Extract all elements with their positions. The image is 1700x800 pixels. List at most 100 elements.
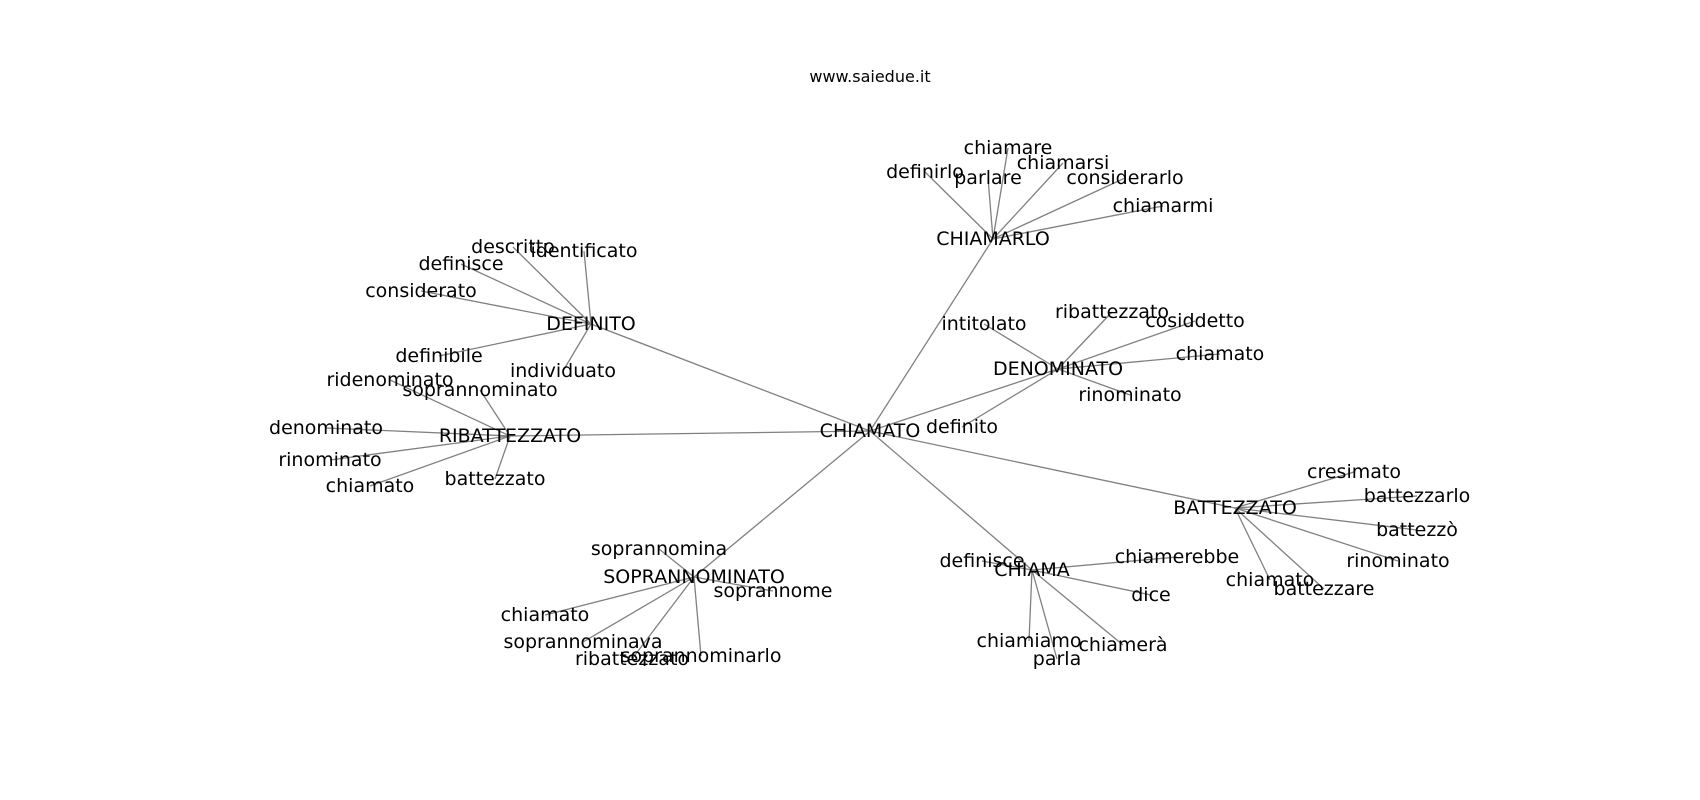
node-leaf-battezzato-chiamato: chiamato	[1226, 569, 1315, 591]
node-leaf-chiama-parla: parla	[1033, 648, 1081, 670]
edge-definito-definibile	[438, 323, 592, 357]
edge-center-ribattezzato	[509, 430, 871, 437]
node-leaf-soprannominato-soprannomina: soprannomina	[591, 538, 727, 560]
node-leaf-soprannominato-soprannome: soprannome	[714, 580, 833, 602]
node-leaf-soprannominato-soprannominarlo: soprannominarlo	[621, 645, 782, 667]
node-hub-soprannominato: SOPRANNOMINATO	[603, 566, 785, 588]
node-hub-chiamarlo: CHIAMARLO	[936, 228, 1050, 250]
edge-soprannominato-soprannome	[693, 576, 774, 592]
node-leaf-ribattezzato-soprannominato: soprannominato	[402, 379, 557, 401]
edge-soprannominato-ribattezzato	[631, 576, 695, 660]
edge-battezzato-battezzarlo	[1234, 495, 1418, 509]
edge-center-denominato	[869, 368, 1059, 432]
node-hub-battezzato: BATTEZZATO	[1173, 497, 1297, 519]
node-leaf-battezzato-cresimato: cresimato	[1307, 461, 1401, 483]
node-leaf-chiama-dice: dice	[1131, 584, 1170, 606]
edge-soprannominato-soprannominava	[582, 576, 695, 643]
edge-denominato-cosiddetto	[1057, 320, 1196, 370]
edge-definito-individuato	[562, 323, 592, 372]
edge-soprannominato-soprannominarlo	[693, 576, 702, 657]
edge-definito-definisce	[460, 263, 592, 325]
node-leaf-chiamarlo-chiamarsi: chiamarsi	[1017, 152, 1110, 174]
node-leaf-ribattezzato-chiamato: chiamato	[326, 475, 415, 497]
edge-chiama-parla	[1031, 569, 1058, 660]
node-leaf-chiamarlo-parlare: parlare	[954, 167, 1022, 189]
node-leaf-denominato-rinominato: rinominato	[1078, 384, 1181, 406]
node-leaf-chiama-chiamera: chiamerà	[1078, 634, 1167, 656]
labels-layer: CHIAMATOCHIAMARLOchiamaredefinirloparlar…	[269, 137, 1470, 670]
node-leaf-ribattezzato-rinominato: rinominato	[278, 449, 381, 471]
edge-battezzato-chiamato	[1234, 507, 1271, 581]
edge-ribattezzato-chiamato	[369, 435, 511, 487]
edge-chiama-chiamerebbe	[1031, 556, 1178, 571]
edge-ribattezzato-soprannominato	[479, 389, 511, 437]
edge-battezzato-battezzo	[1234, 507, 1418, 531]
edge-denominato-definito	[961, 368, 1059, 428]
node-leaf-soprannominato-chiamato: chiamato	[501, 604, 590, 626]
edge-definito-identificato	[583, 250, 592, 325]
node-leaf-battezzato-battezzare: battezzare	[1274, 578, 1375, 600]
edge-center-chiama	[869, 430, 1033, 571]
edge-definito-considerato	[420, 290, 592, 325]
edge-ribattezzato-battezzato	[494, 435, 511, 480]
node-leaf-ribattezzato-battezzato: battezzato	[445, 468, 546, 490]
node-leaf-battezzato-battezzarlo: battezzarlo	[1364, 485, 1471, 507]
edge-battezzato-cresimato	[1234, 471, 1355, 509]
node-hub-ribattezzato: RIBATTEZZATO	[439, 425, 581, 447]
edge-chiama-dice	[1031, 569, 1152, 596]
node-leaf-chiamarlo-definirlo: definirlo	[886, 161, 964, 183]
node-leaf-definito-identificato: identificato	[531, 240, 638, 262]
node-hub-denominato: DENOMINATO	[993, 358, 1123, 380]
edge-chiama-chiamera	[1031, 569, 1124, 646]
node-leaf-definito-definisce: definisce	[418, 253, 503, 275]
node-leaf-chiamarlo-considerarlo: considerarlo	[1066, 167, 1183, 189]
node-leaf-definito-individuato: individuato	[510, 360, 616, 382]
node-leaf-definito-definibile: definibile	[395, 345, 482, 367]
node-leaf-denominato-ribattezzato: ribattezzato	[1055, 301, 1169, 323]
edge-center-battezzato	[869, 430, 1236, 509]
node-leaf-soprannominato-soprannominava: soprannominava	[503, 631, 662, 653]
edge-denominato-rinominato	[1057, 368, 1131, 396]
edges-layer	[325, 147, 1418, 660]
edge-soprannominato-soprannomina	[658, 548, 695, 578]
node-hub-definito: DEFINITO	[546, 313, 636, 335]
node-hub-chiama: CHIAMA	[994, 559, 1070, 581]
node-leaf-battezzato-rinominato: rinominato	[1346, 550, 1449, 572]
node-leaf-ribattezzato-denominato: denominato	[269, 417, 383, 439]
node-leaf-chiama-chiamerebbe: chiamerebbe	[1115, 546, 1240, 568]
node-leaf-denominato-definito: definito	[926, 416, 998, 438]
site-watermark: www.saiedue.it	[809, 67, 930, 86]
edge-battezzato-battezzare	[1234, 507, 1325, 590]
node-leaf-denominato-intitolato: intitolato	[941, 313, 1026, 335]
edge-center-chiamarlo	[869, 238, 994, 432]
edge-center-definito	[590, 323, 871, 432]
node-leaf-chiamarlo-chiamare: chiamare	[964, 137, 1053, 159]
edge-denominato-intitolato	[983, 323, 1059, 370]
edge-chiamarlo-chiamare	[992, 147, 1009, 240]
node-leaf-soprannominato-ribattezzato: ribattezzato	[575, 648, 689, 670]
edge-chiamarlo-chiamarsi	[992, 162, 1064, 240]
node-leaf-chiama-chiamiamo: chiamiamo	[977, 630, 1082, 652]
edge-ribattezzato-denominato	[325, 427, 511, 437]
node-leaf-battezzato-battezzo: battezzò	[1376, 519, 1458, 541]
node-center-chiamato: CHIAMATO	[820, 420, 921, 442]
node-leaf-definito-descritto: descritto	[471, 236, 555, 258]
edge-ribattezzato-ridenominato	[389, 379, 511, 437]
edge-battezzato-rinominato	[1234, 507, 1399, 562]
edge-soprannominato-chiamato	[544, 576, 695, 616]
node-leaf-chiamarlo-chiamarmi: chiamarmi	[1113, 195, 1214, 217]
edge-denominato-ribattezzato	[1057, 311, 1113, 370]
edge-chiamarlo-parlare	[987, 177, 994, 240]
node-leaf-denominato-chiamato: chiamato	[1176, 343, 1265, 365]
node-leaf-chiama-definisce: definisce	[939, 550, 1024, 572]
edge-definito-descritto	[512, 246, 592, 325]
node-leaf-denominato-cosiddetto: cosiddetto	[1145, 310, 1245, 332]
edge-center-soprannominato	[693, 430, 871, 578]
node-leaf-ribattezzato-ridenominato: ridenominato	[326, 369, 453, 391]
edge-ribattezzato-rinominato	[329, 435, 511, 461]
edge-chiamarlo-definirlo	[924, 171, 994, 240]
edge-chiama-chiamiamo	[1028, 569, 1033, 642]
edge-chiama-definisce	[981, 560, 1033, 571]
edge-denominato-chiamato	[1057, 353, 1221, 370]
